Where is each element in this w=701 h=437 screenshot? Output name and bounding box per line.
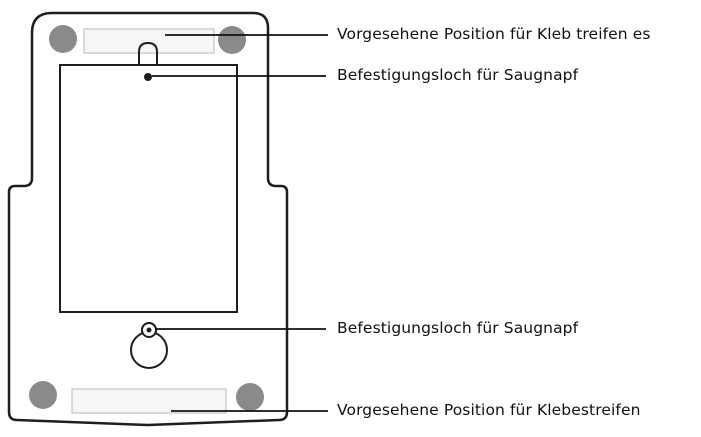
adhesive-strip-top [83,28,215,54]
rubber-foot-top-right [218,26,246,54]
adhesive-strip-bottom [71,388,227,414]
mounting-hole-top [144,73,152,81]
keyhole-slot-top [138,41,158,66]
callout-label-strip-top: Vorgesehene Position für Kleb treifen es [337,25,651,43]
rubber-foot-top-left [49,25,77,53]
rubber-foot-bottom-right [236,383,264,411]
inner-panel [59,64,238,313]
callout-label-strip-bottom: Vorgesehene Position für Klebestreifen [337,401,641,419]
callout-label-hole-top: Befestigungsloch für Saugnapf [337,66,579,84]
mounting-hole-bottom-center-overlay [146,327,152,333]
rubber-foot-bottom-left [29,381,57,409]
callout-label-hole-bottom: Befestigungsloch für Saugnapf [337,319,579,337]
